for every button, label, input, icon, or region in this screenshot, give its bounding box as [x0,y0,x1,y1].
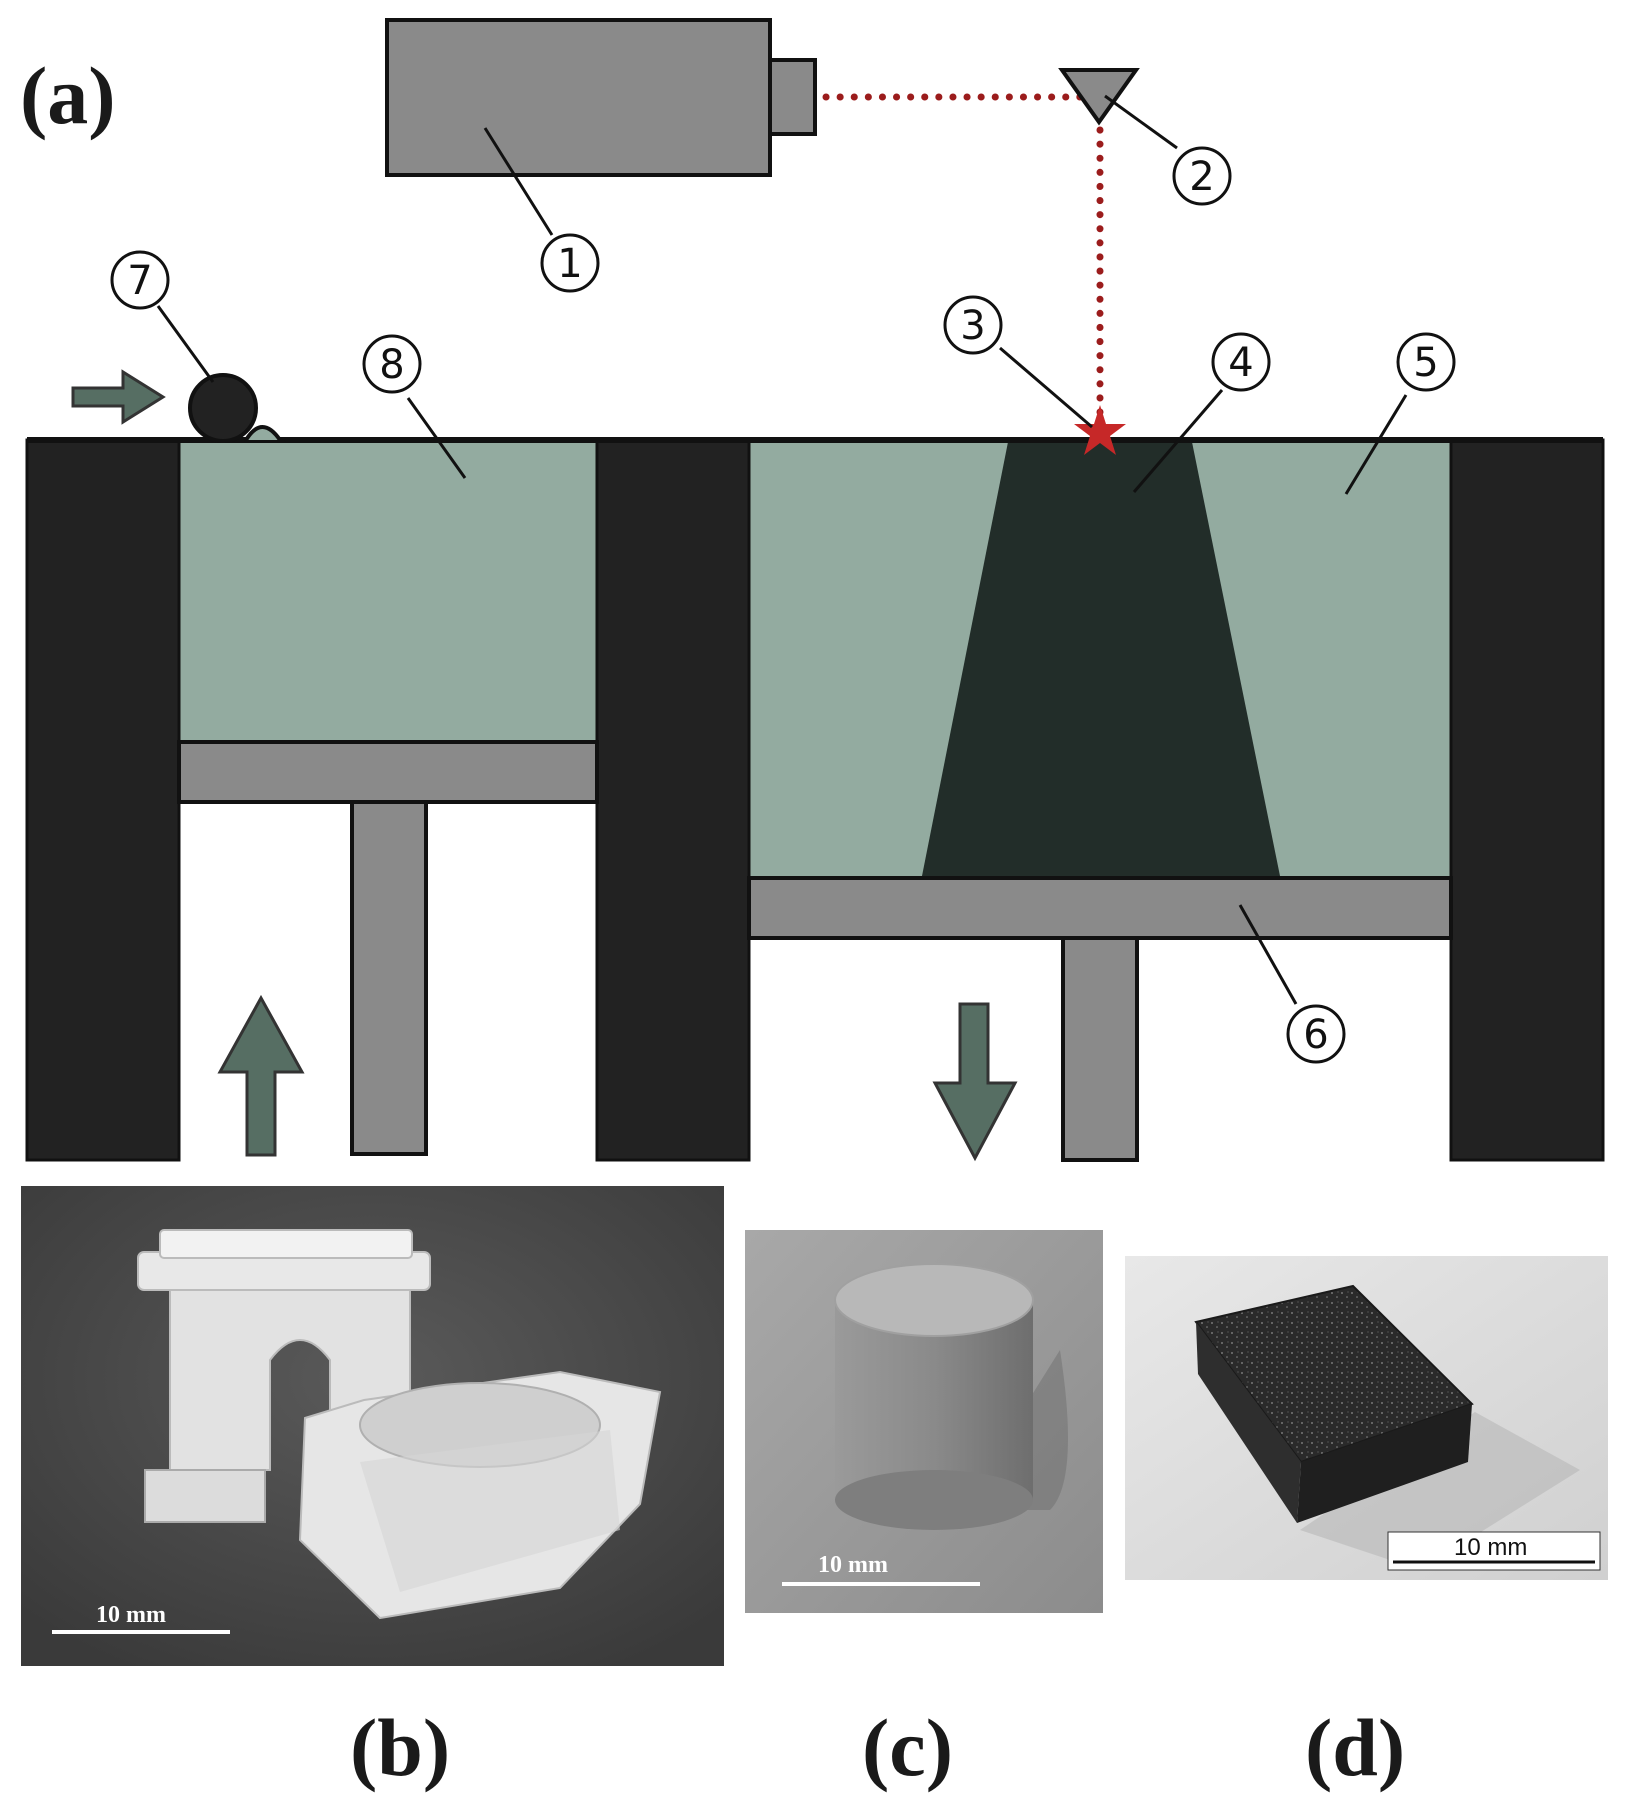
recoater-roller [188,373,287,443]
svg-text:7: 7 [127,258,152,304]
laser-beam-path [822,93,1104,429]
panel-label-b: (b) [350,1702,450,1793]
panel-label-c: (c) [862,1702,953,1793]
callout-2: 2 [1172,146,1232,206]
svg-text:3: 3 [960,303,985,349]
build-chamber [747,438,1453,1162]
svg-text:6: 6 [1303,1012,1328,1058]
svg-text:1: 1 [557,241,582,287]
callout-4: 4 [1211,332,1271,392]
photo-d: 10 mm [1125,1256,1608,1580]
callout-1: 1 [540,233,600,293]
svg-text:2: 2 [1189,154,1214,200]
scale-bar-b-label: 10 mm [96,1602,166,1628]
callout-8: 8 [362,334,422,394]
panel-label-d: (d) [1305,1702,1405,1793]
scale-bar-d-label: 10 mm [1454,1534,1527,1561]
callout-5: 5 [1396,332,1456,392]
machine-base [25,438,1605,1162]
cylinder-part [834,1263,1034,1530]
laser-focus-star [1074,405,1126,455]
scanning-mirror [1058,68,1140,126]
photo-c: 10 mm [745,1230,1103,1613]
build-down-arrow [932,1002,1018,1162]
svg-text:4: 4 [1228,340,1253,386]
callout-leaders [156,94,1408,1005]
sintered-part [922,442,1280,876]
powder-supply-chamber [177,438,599,1156]
laser-source [385,18,817,177]
svg-text:5: 5 [1413,340,1438,386]
photo-b: 10 mm [21,1186,724,1666]
callout-7: 7 [110,250,170,310]
scale-bar-c-label: 10 mm [818,1552,888,1578]
panel-label-a: (a) [20,50,116,141]
square-tile-part [1194,1284,1474,1523]
callout-6: 6 [1286,1004,1346,1064]
roller-direction-arrow [71,369,166,425]
ring-part [298,1370,662,1620]
svg-text:8: 8 [379,342,404,388]
supply-up-arrow [217,994,305,1157]
callout-3: 3 [943,295,1003,355]
